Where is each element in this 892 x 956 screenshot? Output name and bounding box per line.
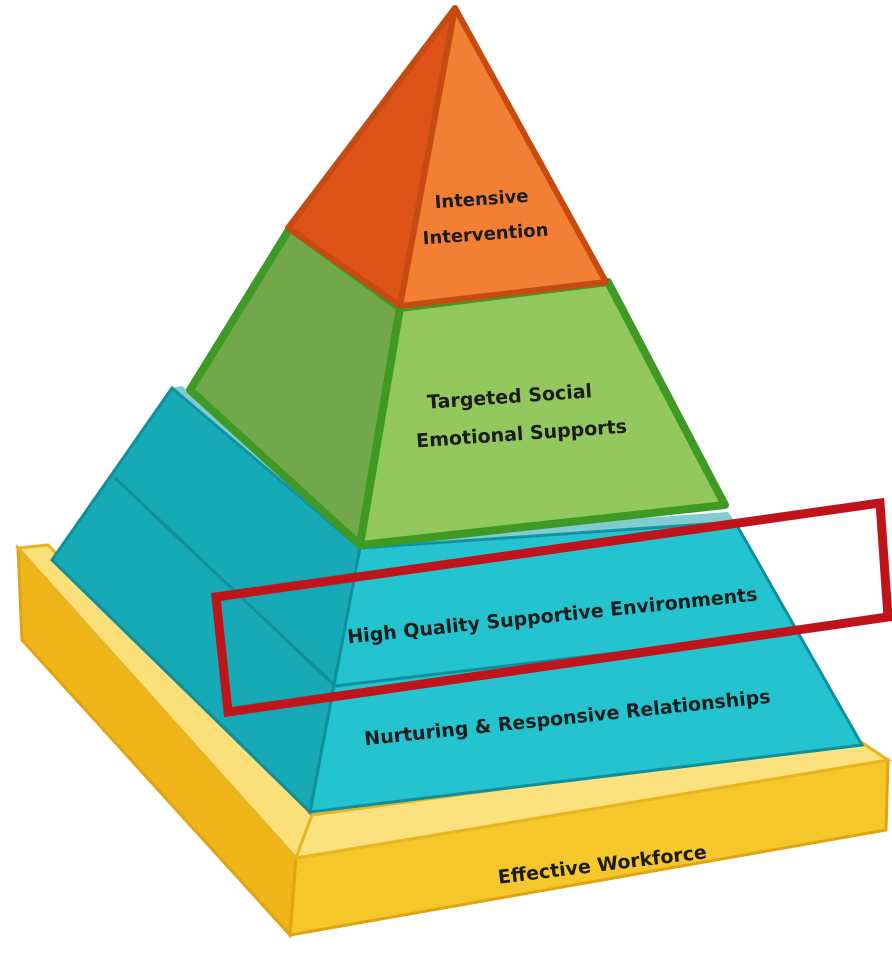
highlight-box xyxy=(211,497,892,718)
workforce-base xyxy=(14,543,892,939)
teal-front-face xyxy=(308,520,865,814)
green-front-face xyxy=(356,278,729,549)
teal-separator-left xyxy=(113,476,337,688)
orange-tier xyxy=(285,5,609,309)
teal-top-ledge xyxy=(172,386,735,548)
orange-front-face xyxy=(397,5,609,309)
